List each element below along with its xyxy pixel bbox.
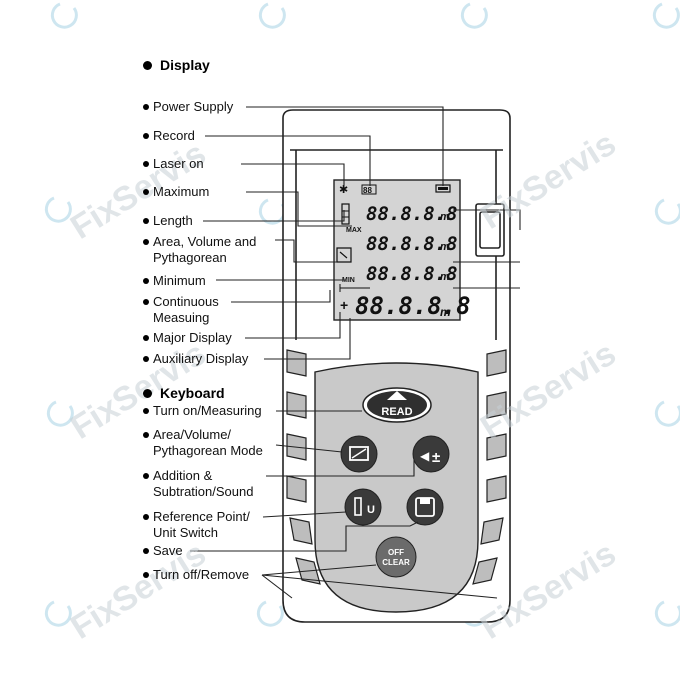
max-indicator: MAX	[346, 227, 362, 234]
lcd-unit-3: m	[440, 271, 450, 283]
bullet	[143, 473, 149, 479]
svg-text:CLEAR: CLEAR	[382, 558, 410, 567]
bullet	[143, 432, 149, 438]
bullet	[143, 548, 149, 554]
leader-lines	[190, 106, 521, 599]
label-reference-unit: Reference Point/ Unit Switch	[153, 509, 250, 540]
label-laser-on: Laser on	[153, 156, 204, 171]
add-subtract-sound-button[interactable]: ◀ ±	[412, 435, 450, 473]
label-length: Length	[153, 213, 193, 228]
svg-text:READ: READ	[381, 406, 412, 418]
label-continuous-measuing: Continuous Measuing	[153, 294, 219, 325]
area-volume-icon	[336, 247, 352, 263]
read-button[interactable]: READ	[362, 387, 432, 423]
label-addition-subtraction: Addition & Subtration/Sound	[153, 468, 254, 499]
keyboard-section-title: Keyboard	[160, 385, 225, 401]
min-indicator: MIN	[342, 277, 355, 284]
bullet	[143, 572, 149, 578]
keypad-panel	[314, 362, 479, 613]
label-save: Save	[153, 543, 183, 558]
off-clear-button[interactable]: OFF CLEAR	[375, 536, 417, 578]
save-button[interactable]	[406, 488, 444, 526]
lcd-unit-4: m	[440, 305, 451, 319]
lcd-row-1-digits: 88.8.8.8	[366, 203, 458, 225]
label-maximum: Maximum	[153, 184, 210, 199]
bullet	[143, 161, 149, 167]
lcd-unit-1: m	[440, 211, 450, 223]
bullet	[143, 239, 149, 245]
plus-minus-icon: ±	[432, 449, 440, 466]
label-turn-off-remove: Turn off/Remove	[153, 567, 250, 582]
lcd-unit-2: m	[440, 241, 450, 253]
display-section-title: Display	[160, 57, 210, 73]
lcd-screen	[333, 179, 461, 321]
svg-text:✱: ✱	[339, 184, 348, 196]
speaker-icon: ◀	[420, 449, 430, 463]
reference-point-icon	[354, 497, 362, 516]
bullet	[143, 218, 149, 224]
area-volume-button[interactable]	[340, 435, 378, 473]
record-indicator: 88	[363, 186, 372, 195]
bullet	[143, 299, 149, 305]
label-auxiliary-display: Auxiliary Display	[153, 351, 249, 366]
bullet	[143, 278, 149, 284]
label-minimum: Minimum	[153, 273, 206, 288]
bullet	[143, 335, 149, 341]
grip-stripes	[286, 349, 507, 585]
reference-unit-button[interactable]: U	[344, 488, 382, 526]
length-icon	[341, 203, 350, 225]
svg-text:U: U	[367, 504, 375, 516]
label-area-volume-mode: Area/Volume/ Pythagorean Mode	[153, 427, 263, 458]
label-record: Record	[153, 128, 195, 143]
bullet	[143, 133, 149, 139]
bullet	[143, 356, 149, 362]
bullet	[143, 514, 149, 520]
svg-text:FixServis: FixServis	[64, 534, 212, 646]
svg-text:OFF: OFF	[388, 548, 404, 557]
bullet	[143, 408, 149, 414]
section-bullet	[143, 389, 152, 398]
label-area-volume-pythagorean: Area, Volume and Pythagorean	[153, 234, 257, 265]
lcd-indicators: ✱	[336, 184, 451, 292]
label-major-display: Major Display	[153, 330, 232, 345]
area-volume-icon	[349, 446, 369, 461]
section-bullet	[143, 61, 152, 70]
lcd-row-2-digits: 88.8.8.8	[366, 233, 458, 255]
lcd-row-3-digits: 88.8.8.8	[366, 263, 458, 285]
bullet	[143, 104, 149, 110]
bullet	[143, 189, 149, 195]
lcd-major-digits: 88.8.8.8	[355, 292, 471, 320]
plus-indicator: +	[340, 297, 348, 313]
label-turn-on-measuring: Turn on/Measuring	[153, 403, 262, 418]
label-power-supply: Power Supply	[153, 99, 234, 114]
